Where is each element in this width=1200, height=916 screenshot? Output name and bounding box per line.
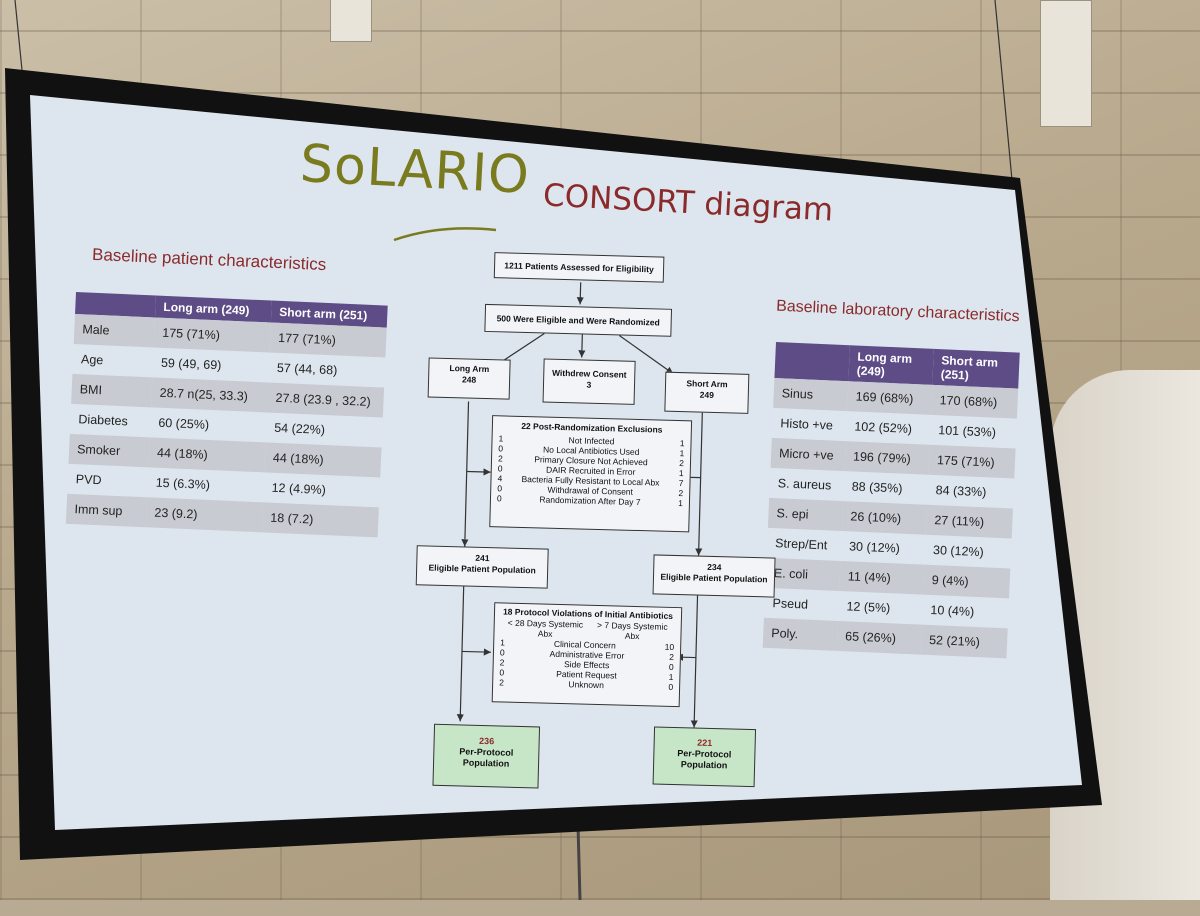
box-randomized: 500 Were Eligible and Were Randomized	[484, 303, 673, 337]
count-value: 2	[679, 458, 685, 469]
count-value: 2	[678, 488, 684, 499]
box-short-arm: Short Arm 249	[664, 371, 750, 414]
box-eligible-short: 234 Eligible Patient Population	[652, 554, 776, 598]
count-value: 0	[668, 681, 674, 692]
long-arm-n: 248	[461, 374, 477, 385]
count-value: 0	[668, 661, 674, 672]
count-value: 2	[669, 651, 675, 662]
short-arm-n: 249	[699, 389, 715, 400]
box-eligible-long: 241 Eligible Patient Population	[415, 545, 549, 589]
logo-swoosh	[393, 227, 497, 242]
count-value: 10	[664, 641, 675, 652]
box-withdrew: Withdrew Consent 3	[542, 358, 636, 405]
violations-left-head: < 28 Days Systemic Abx	[507, 617, 584, 639]
eligible-short-label: Eligible Patient Population	[660, 571, 768, 585]
count-value: 1	[679, 448, 685, 459]
count-value: 1	[678, 498, 684, 509]
violations-right-head: > 7 Days Systemic Abx	[596, 619, 668, 642]
count-value: 1	[679, 438, 685, 449]
box-pp-short: 221 Per-Protocol Population	[652, 726, 757, 788]
count-value: 1	[668, 671, 674, 682]
pp-short-label: Per-Protocol Population	[677, 748, 732, 771]
pp-long-label: Per-Protocol Population	[459, 746, 514, 769]
box-pp-long: 236 Per-Protocol Population	[432, 723, 541, 789]
ceiling-hook-left	[330, 0, 372, 42]
box-violations: 18 Protocol Violations of Initial Antibi…	[491, 602, 683, 708]
eligible-long-label: Eligible Patient Population	[428, 562, 536, 576]
box-assessed: 1211 Patients Assessed for Eligibility	[493, 252, 665, 283]
ceiling-hook-right	[1040, 0, 1092, 127]
box-long-arm: Long Arm 248	[427, 357, 511, 400]
count-value: 1	[678, 468, 684, 479]
count-value: 7	[678, 478, 684, 489]
